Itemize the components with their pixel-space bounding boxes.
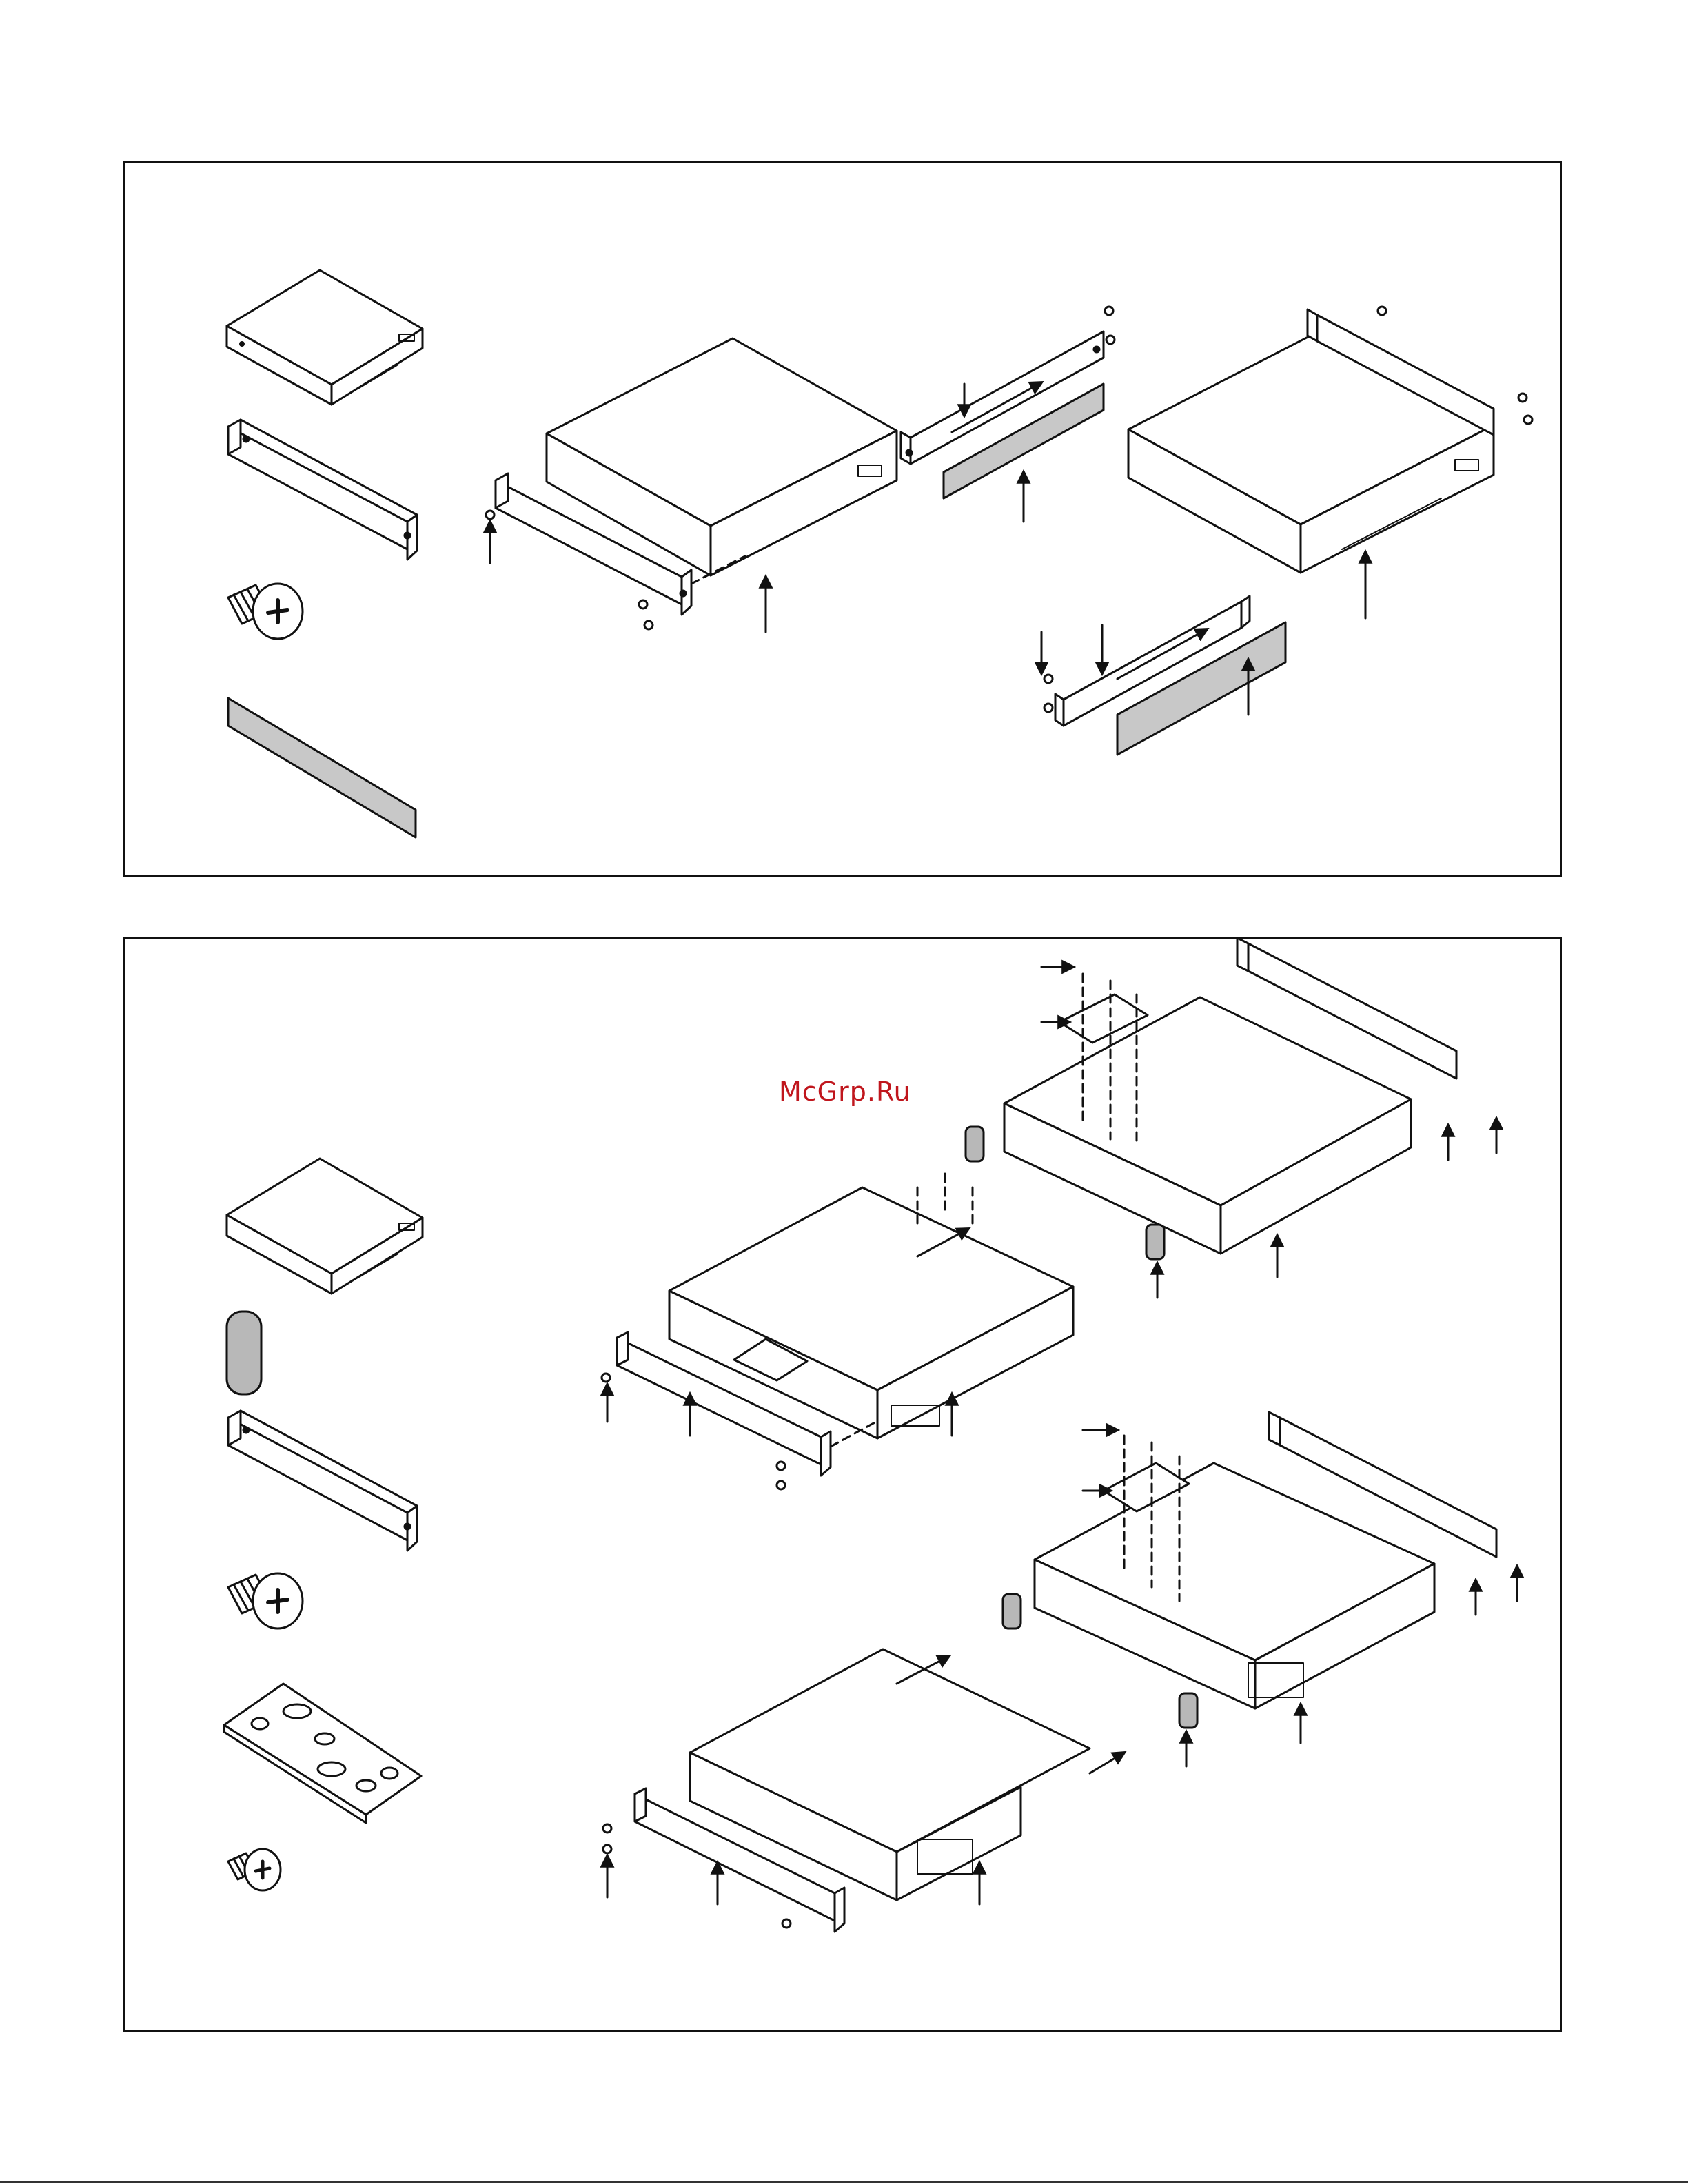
- panel-single-rack-mount: [123, 161, 1562, 877]
- assembly-left-ear: [486, 338, 897, 632]
- diagram-single-rack-mount: [125, 163, 1564, 879]
- legend-label-plate-icon: [228, 698, 416, 837]
- assembly-lower-ear-and-label: [1041, 596, 1285, 755]
- assembly-lower-right-unit: [1003, 1412, 1517, 1766]
- assembly-lower-left-unit: [603, 1649, 1124, 1932]
- legend-rack-ear-icon: [228, 1411, 417, 1551]
- legend-rack-screw-icon: [228, 1573, 303, 1629]
- watermark-text: McGrp.Ru: [779, 1076, 911, 1107]
- assembly-upper-left-unit: [602, 1174, 1073, 1489]
- footer-rule: [0, 2181, 1688, 2183]
- assembly-ear-and-label: [901, 307, 1115, 522]
- legend-small-screw-icon: [228, 1849, 281, 1890]
- assembly-upper-right-unit: [966, 939, 1496, 1298]
- legend-device-unit-icon: [227, 1159, 423, 1294]
- legend-joining-plate-icon: [224, 1684, 421, 1823]
- legend-rubber-foot-icon: [227, 1312, 261, 1394]
- legend-rack-ear-icon: [228, 420, 417, 560]
- assembly-complete-unit: [1128, 307, 1532, 618]
- legend-device-unit-icon: [227, 270, 423, 405]
- legend-rack-screw-icon: [228, 584, 303, 639]
